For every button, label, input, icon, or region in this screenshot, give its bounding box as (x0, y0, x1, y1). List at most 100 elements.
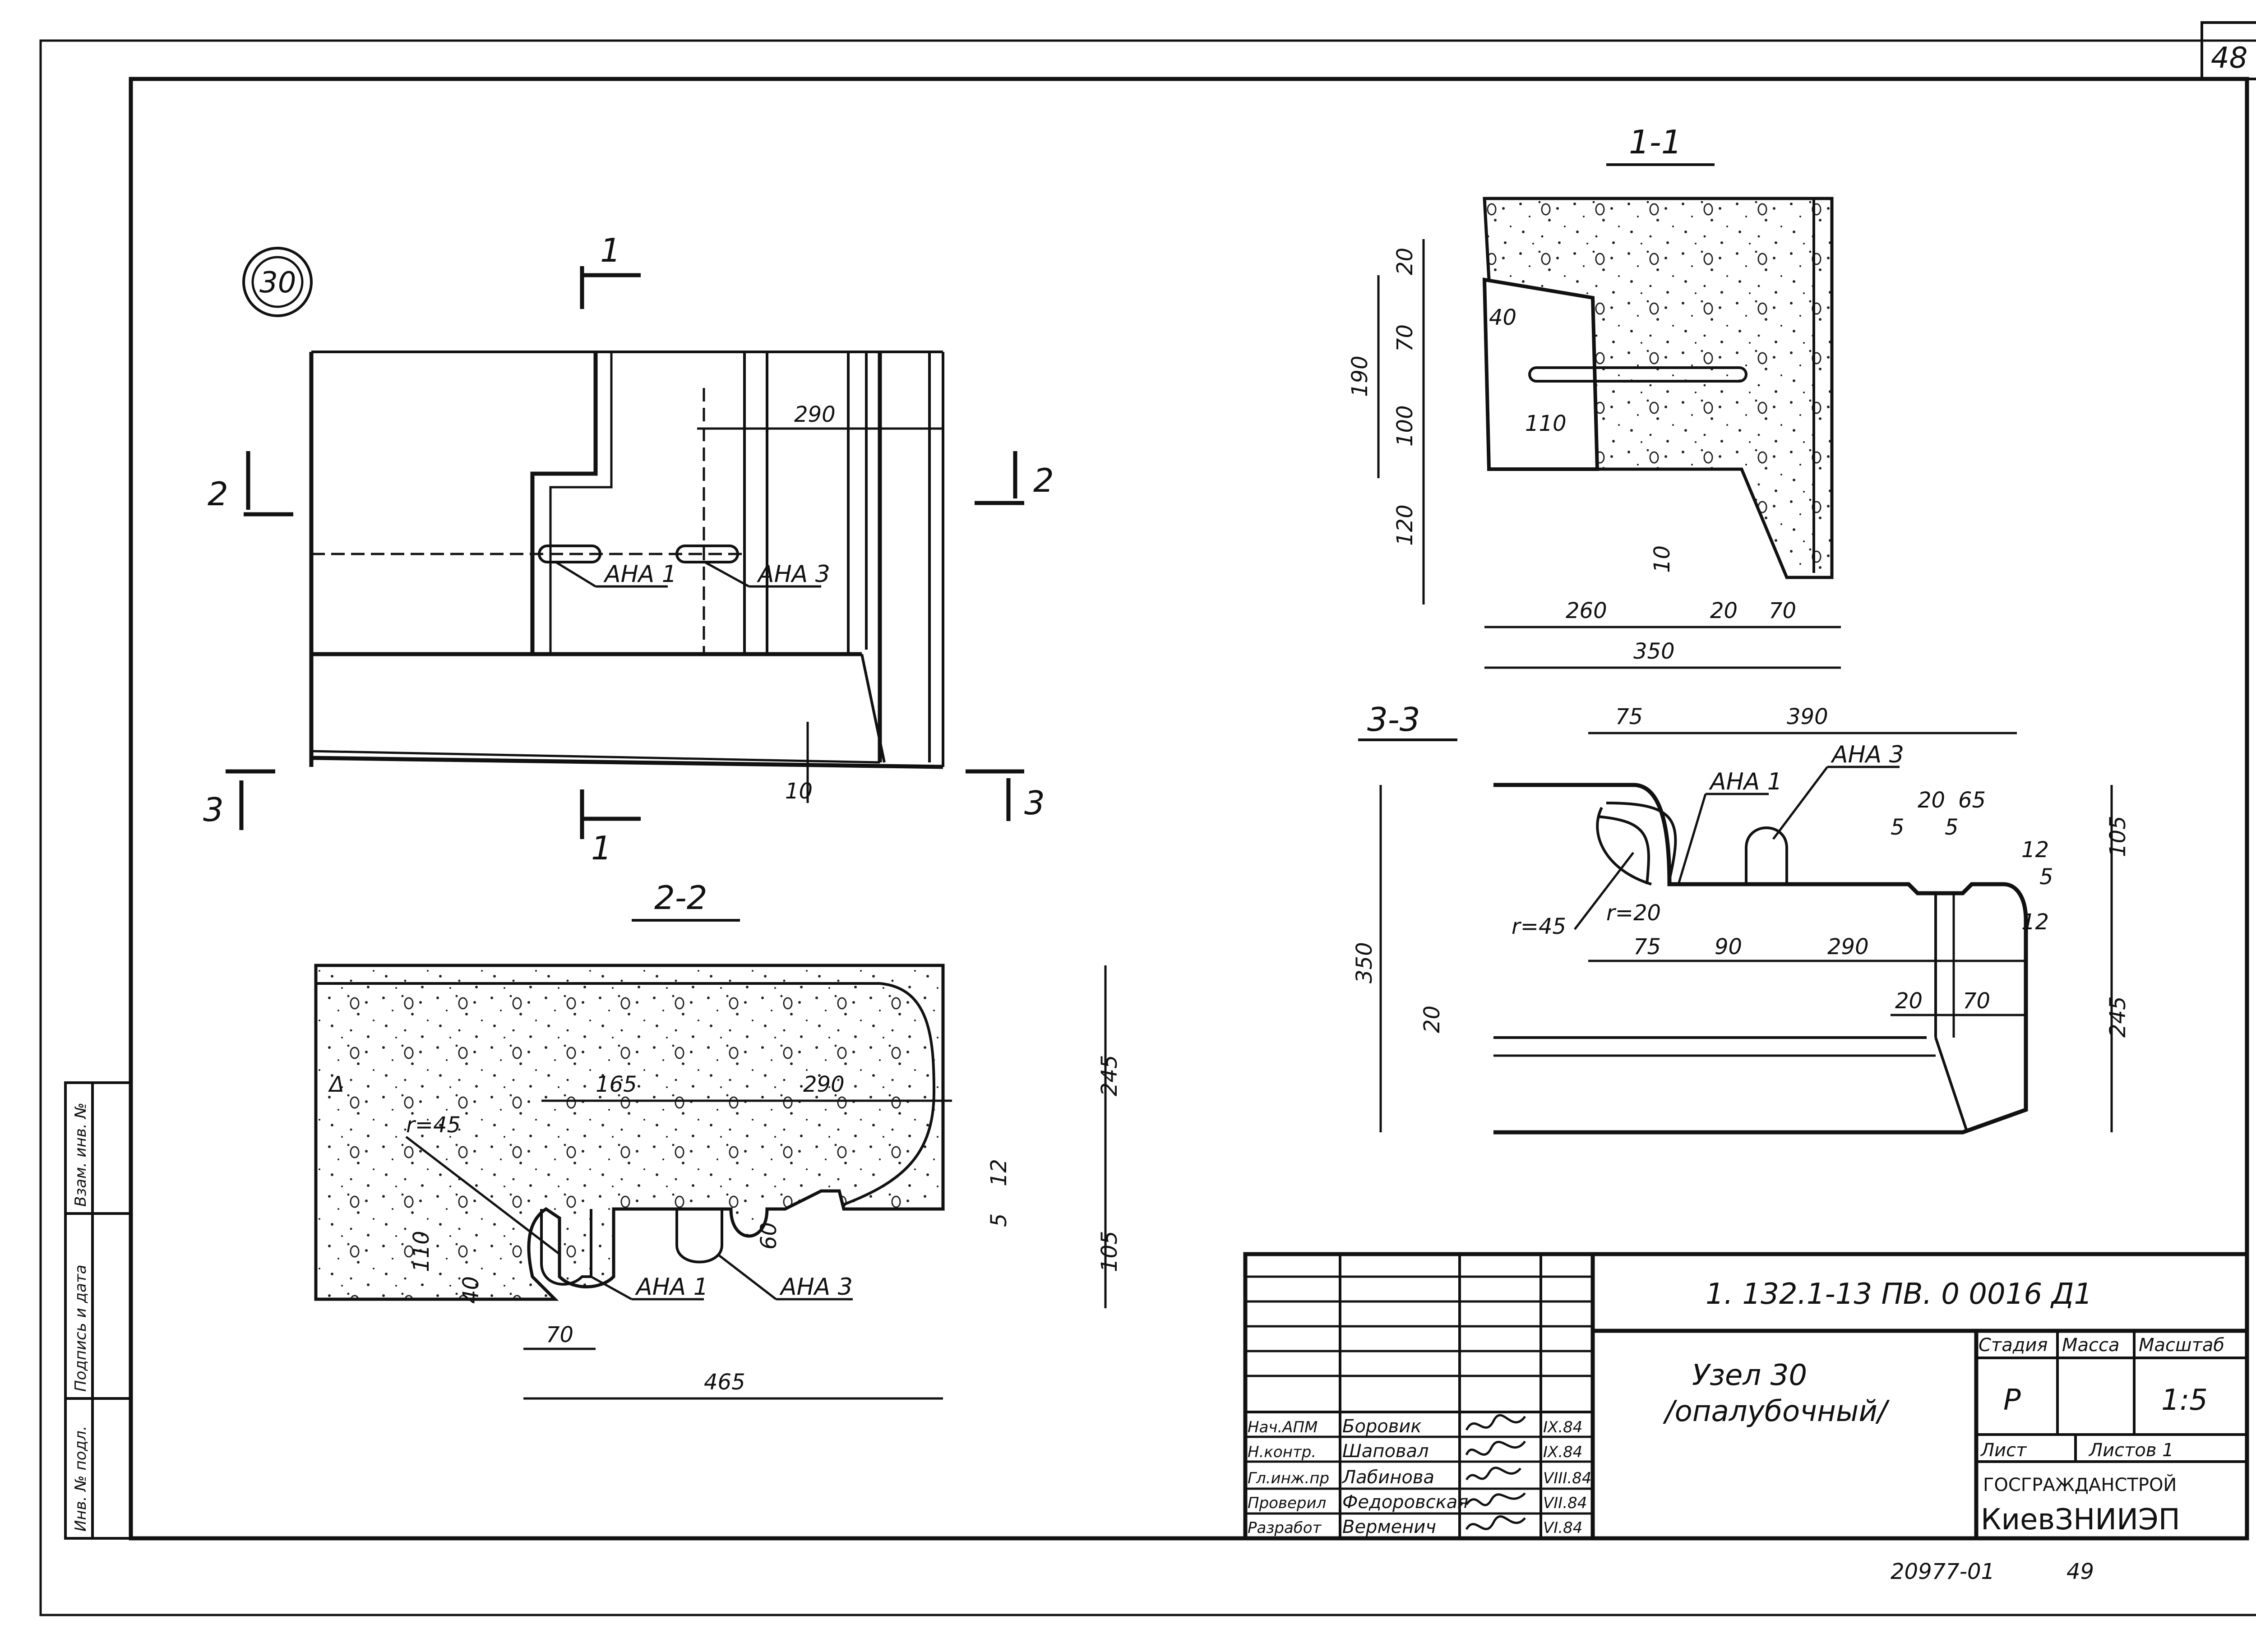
staff-name-4: Верменич (1342, 1517, 1436, 1537)
scale-header: Масштаб (2139, 1335, 2224, 1356)
plan-label-ana1: АНА 1 (603, 561, 677, 588)
s33-dim-5c: 5 (2039, 864, 2053, 890)
section-2-2-title: 2-2 (654, 879, 707, 917)
section-3-3-outline (1493, 783, 2028, 1135)
plan-bottom-edge (311, 756, 943, 769)
plan-dim-10: 10 (785, 779, 813, 804)
plan-anchor-3 (675, 545, 739, 563)
sheet-label: Лист (1980, 1440, 2027, 1461)
cut-label-1-top: 1 (600, 231, 621, 269)
s22-dim-105: 105 (1097, 1231, 1122, 1272)
s22-dim-165: 165 (596, 1072, 637, 1097)
s22-ana3-leader (717, 1253, 777, 1300)
s11-dim-10: 10 (1650, 545, 1675, 573)
s22-ana1-leader (590, 1275, 633, 1301)
cut-mark-2-right: 2 (975, 451, 1054, 505)
side-stamp-inv: Инв. № подл. (72, 1426, 90, 1532)
s33-dim-105: 105 (2105, 816, 2131, 857)
node-badge-inner (251, 256, 304, 308)
section-3-3-title: 3-3 (1367, 701, 1420, 738)
cut-label-1-bottom: 1 (591, 829, 612, 867)
title-line-1: Узел 30 (1692, 1359, 1807, 1392)
s33-dim-390: 390 (1787, 704, 1828, 729)
org-line-1: ГОСГРАЖДАНСТРОЙ (1983, 1474, 2177, 1495)
s33-dim-70: 70 (1963, 988, 1990, 1014)
scale-value: 1:5 (2161, 1384, 2208, 1417)
s22-dim-12: 12 (986, 1159, 1012, 1186)
side-stamp: Инв. № подл. Подпись и дата Взам. инв. № (64, 1081, 132, 1540)
plan-view: 30 1 1 (203, 231, 1054, 867)
sheets-label: Листов 1 (2088, 1440, 2174, 1461)
section-2-2-top-band (316, 982, 936, 1206)
staff-date-3: VII.84 (1543, 1494, 1587, 1512)
signature-4 (1465, 1515, 1526, 1530)
staff-name-1: Шаповал (1342, 1441, 1429, 1462)
plan-anchor-1 (538, 545, 601, 563)
cut-label-3-right: 3 (1024, 784, 1045, 822)
s33-dim-12a: 12 (2021, 837, 2049, 863)
plan-slab-bottom (311, 750, 880, 764)
staff-date-2: VIII.84 (1543, 1469, 1591, 1487)
staff-role-2: Гл.инж.пр (1248, 1469, 1329, 1487)
node-badge-number: 30 (259, 266, 296, 300)
bottom-note-right: 49 (2066, 1559, 2094, 1584)
signature-3 (1465, 1492, 1526, 1506)
s11-dim-100: 100 (1392, 405, 1418, 447)
s22-label-ana1: АНА 1 (635, 1274, 708, 1301)
page-number: 48 (2211, 42, 2247, 75)
cut-mark-3-right: 3 (966, 769, 1045, 822)
signature-0 (1465, 1414, 1526, 1431)
section-1-1: 1-1 20 190 70 40 100 110 120 10 260 20 7… (1347, 123, 1841, 669)
s33-dim-20b: 20 (1895, 988, 1923, 1014)
outer-frame (39, 39, 2256, 1616)
signature-2 (1465, 1467, 1521, 1481)
plan-notch-inner (549, 352, 613, 654)
s33-dim-5b: 5 (1945, 815, 1959, 840)
staff-date-4: VI.84 (1543, 1519, 1582, 1537)
s22-triangle: Δ (328, 1072, 344, 1097)
s22-dim-40: 40 (458, 1276, 484, 1304)
s11-dim-20: 20 (1392, 248, 1418, 275)
s22-dim-70: 70 (546, 1322, 573, 1347)
plan-dim-290: 290 (794, 402, 836, 427)
s33-label-ana3: АНА 3 (1831, 741, 1904, 768)
plan-label-3-leader (703, 560, 750, 588)
cut-label-2-right: 2 (1033, 461, 1054, 499)
section-1-1-title: 1-1 (1629, 123, 1682, 161)
cut-mark-2-left: 2 (208, 451, 293, 517)
staff-role-1: Н.контр. (1248, 1443, 1316, 1461)
s11-dim-260: 260 (1566, 598, 1607, 623)
s22-label-ana3: АНА 3 (779, 1274, 853, 1301)
section-2-2-body (314, 964, 945, 1301)
section-2-2-anchor-3 (675, 1209, 723, 1264)
s22-dim-290: 290 (803, 1072, 845, 1097)
s33-dim-290: 290 (1827, 934, 1869, 960)
node-badge-outer (242, 247, 313, 317)
section-2-2-anchor-1 (540, 1209, 592, 1286)
s33-ana1-leader (1677, 794, 1707, 885)
cut-label-3-left: 3 (203, 791, 224, 829)
staff-date-0: IX.84 (1543, 1418, 1582, 1436)
s33-slab-diag (1934, 1037, 1969, 1133)
plan-diag (860, 654, 886, 763)
cut-mark-1-top: 1 (580, 231, 641, 309)
s33-radius-45: r=45 (1512, 914, 1566, 939)
section-2-2: 2-2 165 290 245 105 12 5 60 110 40 70 46… (314, 879, 1122, 1400)
s33-radius-20: r=20 (1606, 900, 1661, 926)
s22-r45-leader (405, 1136, 560, 1255)
inner-frame (129, 77, 2249, 1541)
s33-ana3-leader (1772, 766, 1828, 840)
s22-dim-110: 110 (409, 1231, 434, 1272)
cut-mark-3-left: 3 (203, 769, 275, 830)
s33-dim-75: 75 (1615, 704, 1643, 729)
side-stamp-sign: Подпись и дата (72, 1264, 90, 1392)
signature-1 (1465, 1440, 1526, 1456)
staff-role-0: Нач.АПМ (1248, 1418, 1318, 1436)
s22-dim-60: 60 (756, 1222, 781, 1250)
stage-header: Стадия (1979, 1335, 2048, 1356)
s11-dim-20b: 20 (1710, 598, 1738, 623)
bottom-note-left: 20977-01 (1891, 1559, 1995, 1584)
s22-dim-245: 245 (1097, 1055, 1122, 1096)
org-line-2: КиевЗНИИЭП (1981, 1503, 2180, 1537)
